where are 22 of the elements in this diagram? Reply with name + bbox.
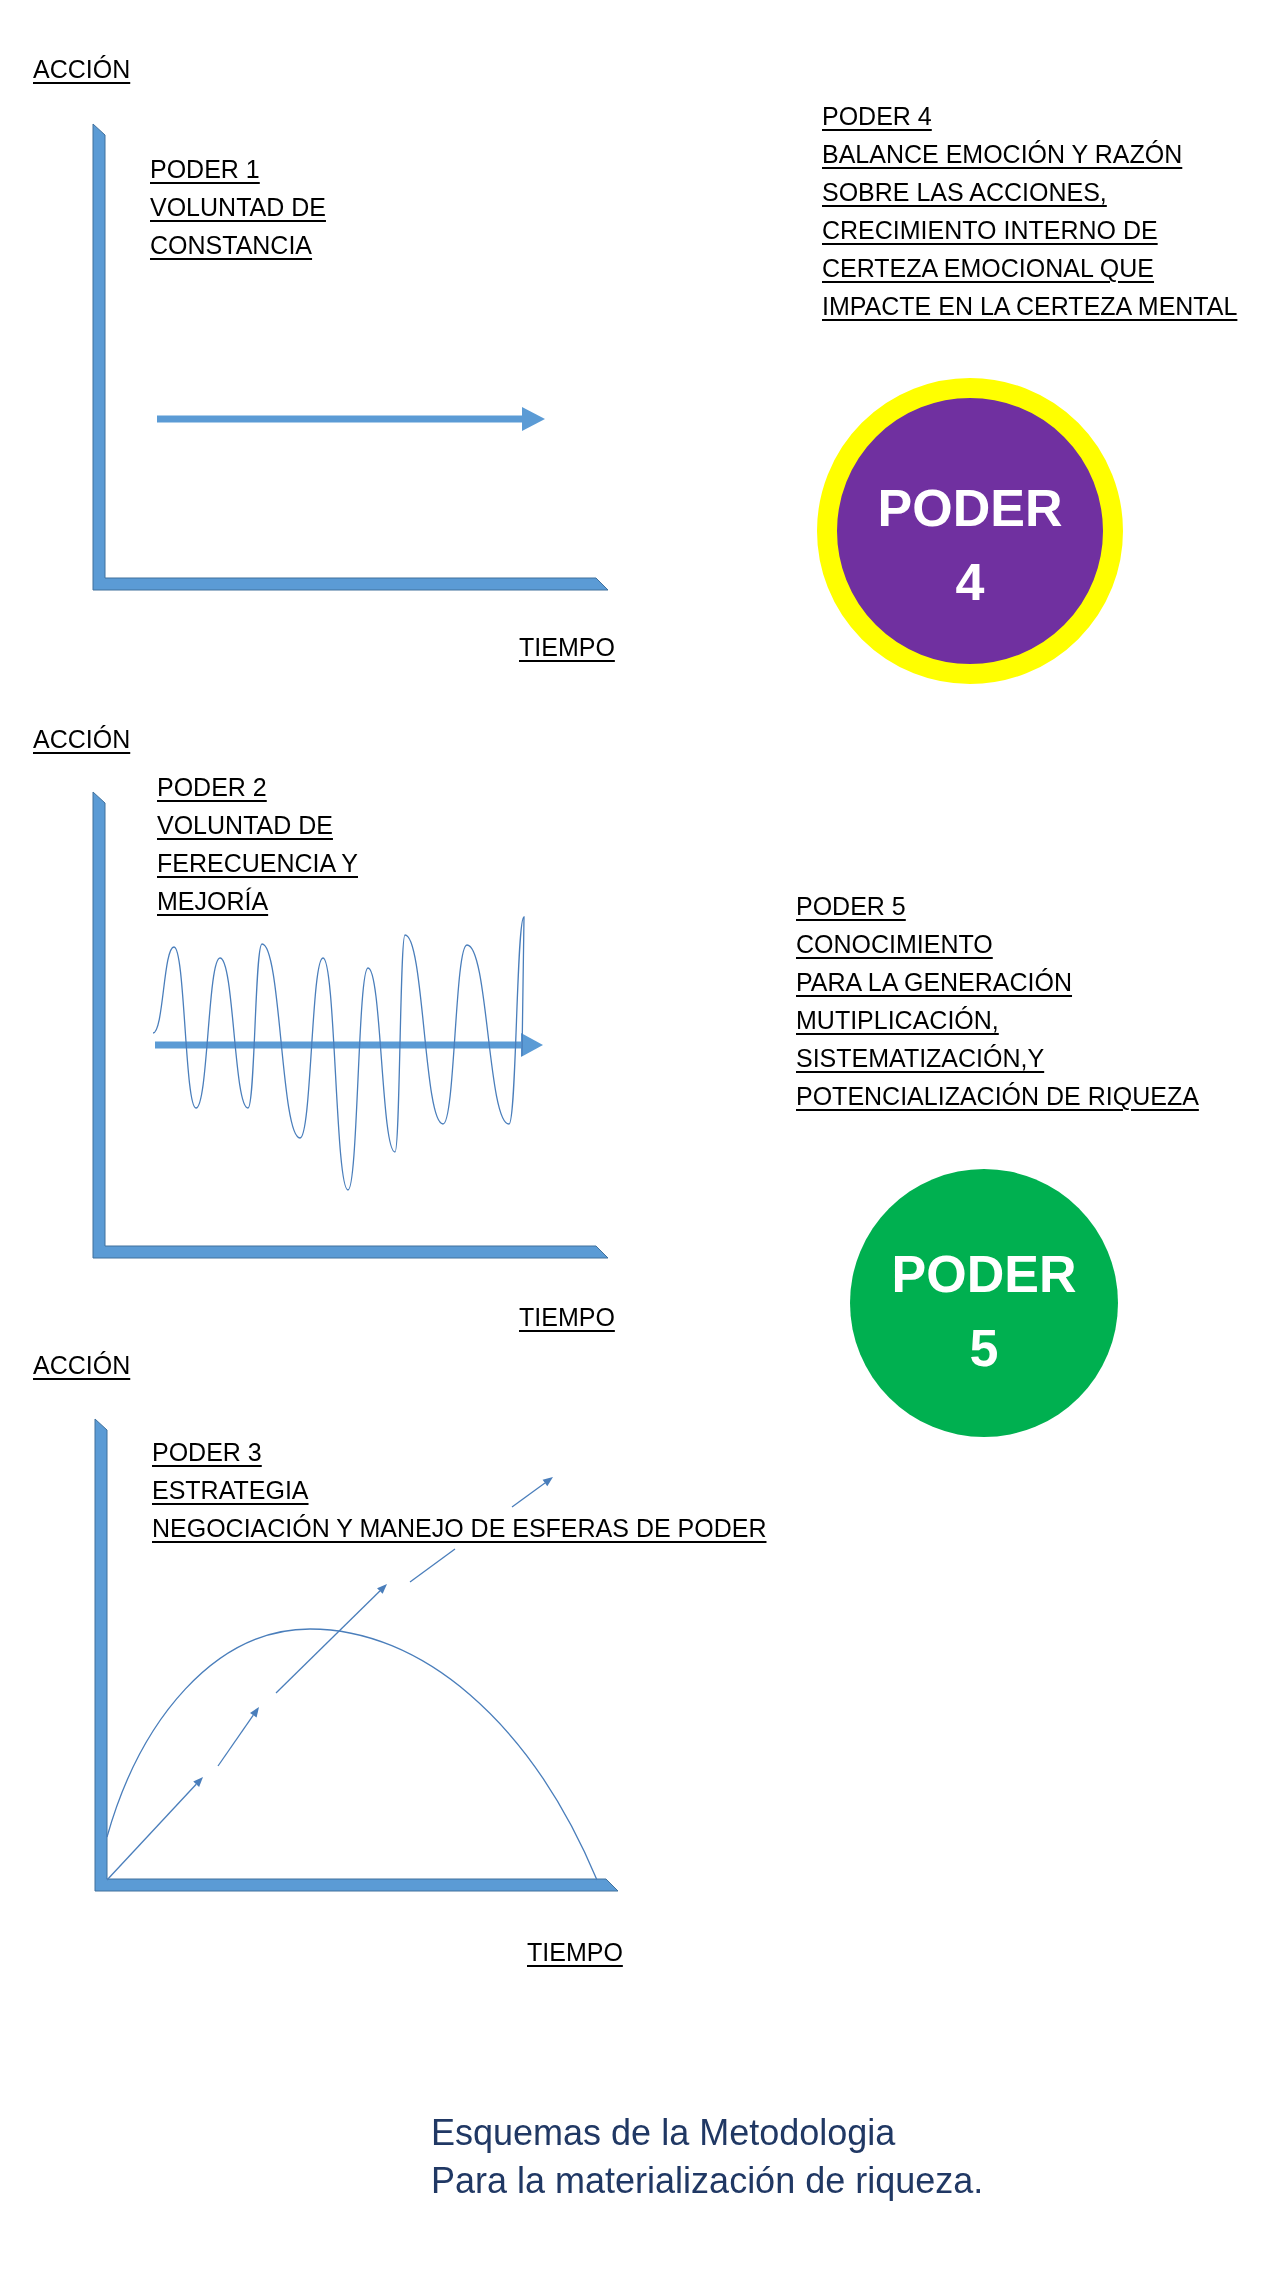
tagline-text: Esquemas de la Metodologia [431,2111,896,2155]
tagline-text: Para la materialización de riqueza. [431,2159,984,2203]
axis-label: TIEMPO [527,1937,623,1968]
description-text: BALANCE EMOCIÓN Y RAZÓN SOBRE LAS ACCIONES, CRECIMIENTO INTERNO DE CERTEZA EMOCIONAL QUE IMPACTE EN LA CERTEZA MENTAL [822,139,1239,322]
axis-label: ACCIÓN [33,1350,131,1381]
description-text: NEGOCIACIÓN Y MANEJO DE ESFERAS DE PODER [152,1513,767,1544]
description-text: VOLUNTAD DE FERECUENCIA Y MEJORÍA [157,810,359,917]
description-text: PARA LA GENERACIÓN MUTIPLICACIÓN, SISTEMATIZACIÓN,Y POTENCIALIZACIÓN DE RIQUEZA [796,967,1200,1112]
axis-label: TIEMPO [519,1302,615,1333]
circle-label: PODER 4 [876,478,1064,613]
axis-label: ACCIÓN [33,54,131,85]
axis-label: ACCIÓN [33,724,131,755]
heading-text: PODER 1 [150,154,260,185]
heading-text: PODER 2 [157,772,267,803]
heading-text: PODER 4 [822,101,932,132]
description-text: CONOCIMIENTO [796,929,993,960]
circle-label: PODER 5 [890,1244,1078,1379]
heading-text: PODER 5 [796,891,906,922]
axis-label: TIEMPO [519,632,615,663]
description-text: VOLUNTAD DE CONSTANCIA [150,192,327,261]
heading-text: PODER 3 [152,1437,262,1468]
description-text: ESTRATEGIA [152,1475,309,1506]
